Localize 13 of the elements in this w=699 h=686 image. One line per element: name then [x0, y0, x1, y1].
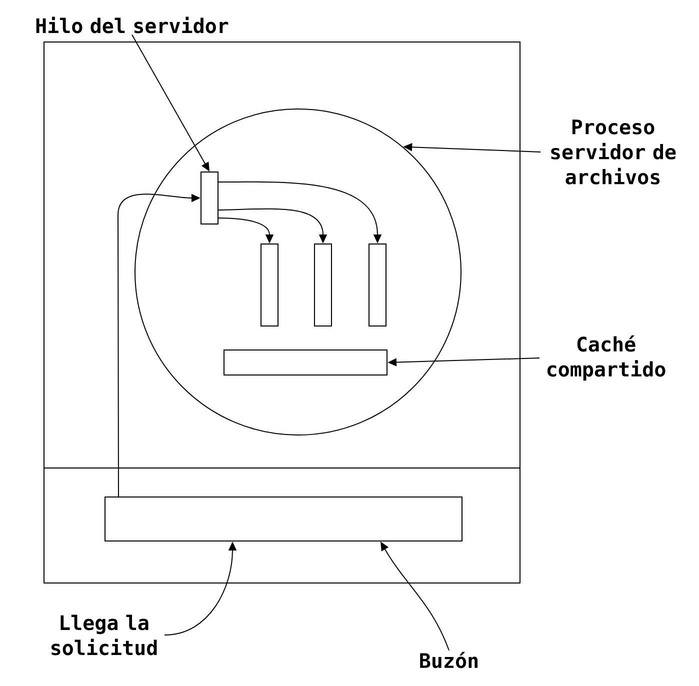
thread-bar	[260, 244, 278, 326]
thread-bar	[314, 244, 332, 326]
outer-box	[44, 42, 520, 584]
callout-label: Caché compartido	[547, 335, 666, 381]
cache-bar	[224, 350, 388, 376]
process-circle	[134, 108, 462, 436]
callout-label: Proceso servidor de archivos	[551, 120, 676, 184]
callout-label: Hilo del servidor	[36, 16, 228, 34]
callout-label: Buzón	[420, 652, 478, 668]
mailbox-bar	[104, 496, 462, 542]
thread-bar	[200, 172, 218, 224]
callout-label: Llega la solicitud	[52, 614, 157, 656]
thread-bar	[368, 244, 386, 326]
